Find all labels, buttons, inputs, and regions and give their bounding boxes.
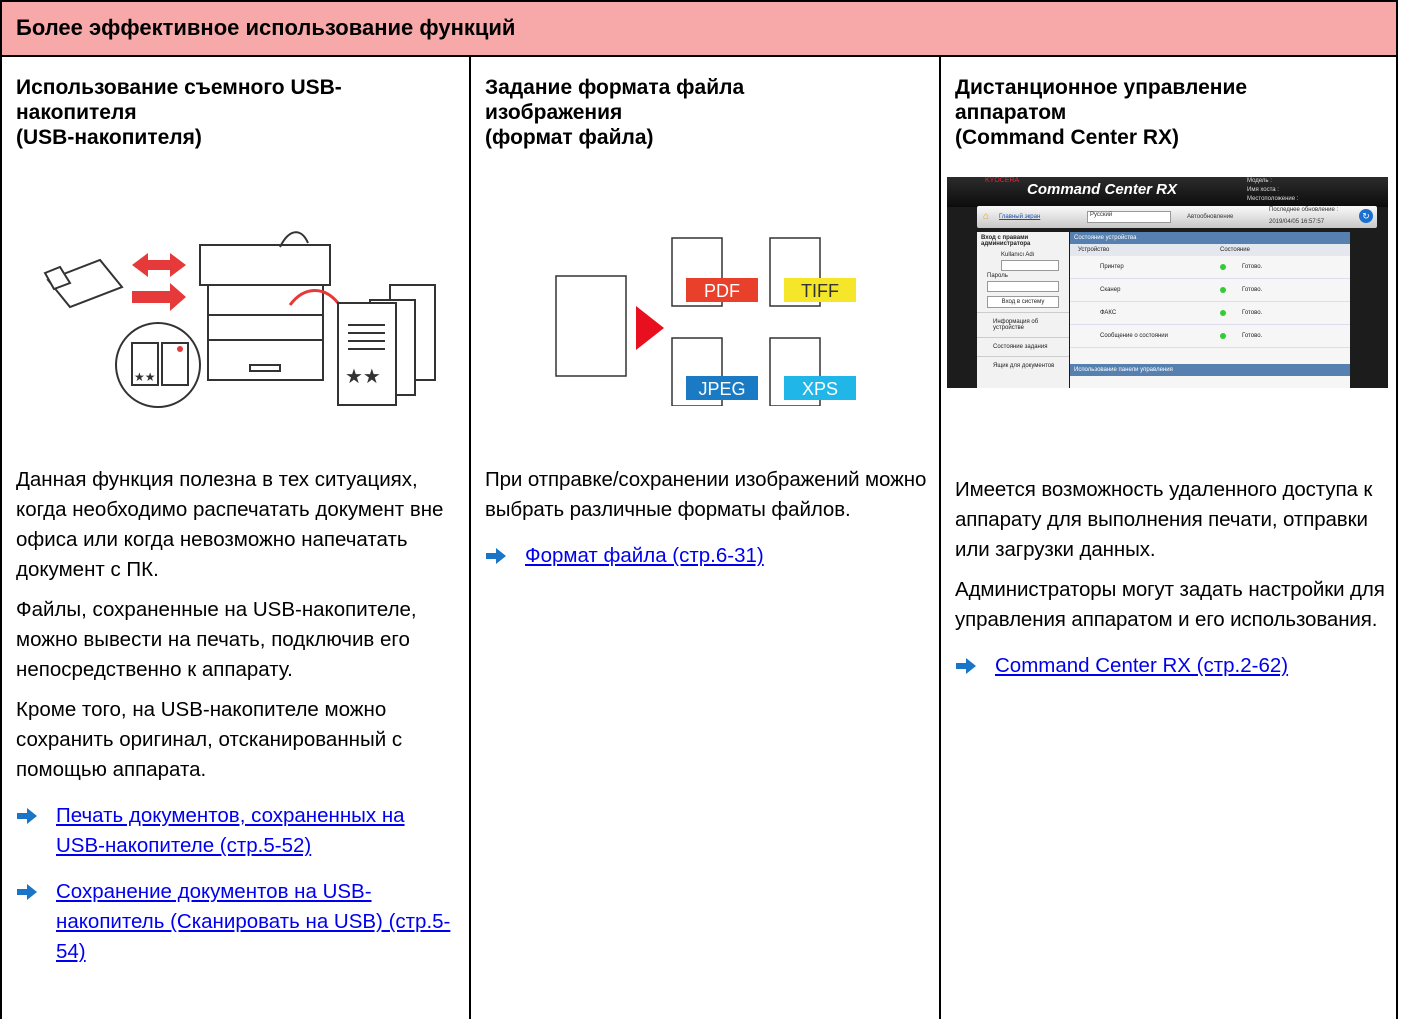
status-text: Готово. <box>1242 287 1263 293</box>
col-state: Состояние <box>1220 247 1250 253</box>
section-header: Более эффективное использование функций <box>2 2 1396 57</box>
ccrx-sidebar: Вход с правами администратора Kullanıcı … <box>977 232 1069 388</box>
login-user-label: Kullanıcı Adı <box>1001 252 1035 258</box>
home-link[interactable]: Главный экран <box>999 214 1041 220</box>
transfer-arrows-icon <box>132 253 186 311</box>
format-tiff-badge <box>784 278 856 302</box>
info-model: Модель : <box>1247 178 1272 184</box>
ccrx-topbar: KYOCERA Command Center RX Модель : Имя х… <box>947 177 1388 207</box>
right-arrow-icon <box>16 877 56 907</box>
format-xps-badge <box>784 376 856 400</box>
paragraph: Администраторы могут задать настройки дл… <box>955 578 1385 631</box>
svg-text:★★: ★★ <box>134 370 156 384</box>
document-stack-icon: ★★ <box>337 284 436 406</box>
right-arrow-icon <box>485 541 525 571</box>
column-body: Имеется возможность удаленного доступа к… <box>955 475 1395 681</box>
column-command-center: Дистанционное управление аппаратом (Comm… <box>941 57 1398 1019</box>
command-center-screenshot: KYOCERA Command Center RX Модель : Имя х… <box>947 177 1388 388</box>
usb-stick-icon <box>43 258 124 309</box>
side-item-job-status[interactable]: Состояние задания <box>977 337 1069 356</box>
status-ok-icon <box>1220 264 1226 270</box>
status-text: Готово. <box>1242 264 1263 270</box>
status-text: Готово. <box>1242 333 1263 339</box>
status-row[interactable]: ФАКС Готово. <box>1070 302 1350 325</box>
info-host: Имя хоста : <box>1247 187 1279 193</box>
paragraph: Файлы, сохраненные на USB-накопителе, мо… <box>16 598 417 681</box>
link-file-format[interactable]: Формат файла (стр.6-31) <box>525 544 764 567</box>
section-title: Более эффективное использование функций <box>16 15 516 40</box>
auto-refresh-checkbox[interactable]: Автообновление <box>1187 214 1234 220</box>
right-arrow-icon <box>955 651 995 681</box>
status-row[interactable]: Сообщение о состоянии Готово. <box>1070 325 1350 348</box>
login-title: Вход с правами администратора <box>981 235 1031 247</box>
status-columns: Устройство Состояние <box>1070 244 1350 256</box>
column-file-format: Задание формата файла изображения (форма… <box>471 57 941 1019</box>
device-status-header: Состояние устройства <box>1070 232 1350 244</box>
col-device: Устройство <box>1078 247 1110 253</box>
format-pdf-label: PDF <box>704 281 740 301</box>
column-body: При отправке/сохранении изображений можн… <box>485 465 930 571</box>
scanner-label: Сканер <box>1100 287 1121 293</box>
status-ok-icon <box>1220 287 1226 293</box>
format-jpeg-label: JPEG <box>698 379 745 399</box>
status-text: Готово. <box>1242 310 1263 316</box>
usb-printer-illustration: ★★ ★★ <box>43 231 436 408</box>
paragraph: При отправке/сохранении изображений можн… <box>485 468 927 521</box>
refresh-icon[interactable]: ↻ <box>1359 209 1373 223</box>
login-pass-label: Пароль <box>987 273 1008 279</box>
side-item-document-box[interactable]: Ящик для документов <box>977 356 1069 375</box>
format-pdf-badge <box>686 278 758 302</box>
ccrx-device-info: Модель : Имя хоста : Местоположение : <box>1247 177 1298 204</box>
column-title: Использование съемного USB- накопителя (… <box>16 76 342 149</box>
login-button[interactable]: Вход в систему <box>987 296 1059 308</box>
column-body: Данная функция полезна в тех ситуациях, … <box>16 465 456 967</box>
ccrx-logo: Command Center RX <box>1027 181 1178 198</box>
source-document-icon <box>555 275 627 377</box>
home-icon: ⌂ <box>983 211 990 222</box>
file-formats-illustration: PDF TIFF JPEG XPS <box>555 237 856 406</box>
play-arrow-icon <box>636 306 664 350</box>
link-usb-print[interactable]: Печать документов, сохраненных на USB-на… <box>56 804 405 857</box>
column-usb: Использование съемного USB- накопителя (… <box>2 57 471 1019</box>
info-location: Местоположение : <box>1247 196 1299 202</box>
panel-usage-header: Использование панели управления <box>1070 364 1350 376</box>
reference-item: Печать документов, сохраненных на USB-на… <box>16 801 456 861</box>
paragraph: Данная функция полезна в тех ситуациях, … <box>16 468 444 581</box>
printer-icon <box>199 231 331 381</box>
login-user-input[interactable] <box>1001 260 1059 271</box>
status-row[interactable]: Принтер Готово. <box>1070 256 1350 279</box>
side-item-device-info[interactable]: Информация об устройстве <box>977 312 1069 337</box>
last-updated-time: 2019/04/05 16:57:57 <box>1269 219 1325 225</box>
paragraph: Кроме того, на USB-накопителе можно сохр… <box>16 698 403 781</box>
column-title: Дистанционное управление аппаратом (Comm… <box>955 76 1248 149</box>
fax-label: ФАКС <box>1100 310 1117 316</box>
language-select[interactable]: Русский <box>1087 211 1171 223</box>
printer-label: Принтер <box>1100 264 1124 270</box>
right-arrow-icon <box>16 801 56 831</box>
ccrx-navbar: ⌂ Главный экран Русский Автообновление П… <box>977 206 1377 228</box>
svg-text:★★: ★★ <box>345 366 381 388</box>
reference-item: Сохранение документов на USB-накопитель … <box>16 877 456 967</box>
format-tiff-label: TIFF <box>801 281 839 301</box>
last-updated-label: Последнее обновление : <box>1269 207 1339 213</box>
magnifier-circle-icon: ★★ <box>115 322 201 408</box>
reference-item: Формат файла (стр.6-31) <box>485 541 930 571</box>
status-ok-icon <box>1220 310 1226 316</box>
reference-item: Command Center RX (стр.2-62) <box>955 651 1395 681</box>
column-title: Задание формата файла изображения (форма… <box>485 76 745 149</box>
format-jpeg-badge <box>686 376 758 400</box>
link-scan-to-usb[interactable]: Сохранение документов на USB-накопитель … <box>56 880 451 963</box>
link-command-center[interactable]: Command Center RX (стр.2-62) <box>995 654 1289 677</box>
ccrx-main-panel: Состояние устройства Устройство Состояни… <box>1070 232 1350 388</box>
kyocera-logo: KYOCERA <box>985 177 1020 184</box>
paragraph: Имеется возможность удаленного доступа к… <box>955 478 1373 561</box>
format-xps-label: XPS <box>802 379 838 399</box>
login-pass-input[interactable] <box>987 281 1059 292</box>
status-ok-icon <box>1220 333 1226 339</box>
status-row[interactable]: Сканер Готово. <box>1070 279 1350 302</box>
status-message-label: Сообщение о состоянии <box>1100 333 1169 339</box>
